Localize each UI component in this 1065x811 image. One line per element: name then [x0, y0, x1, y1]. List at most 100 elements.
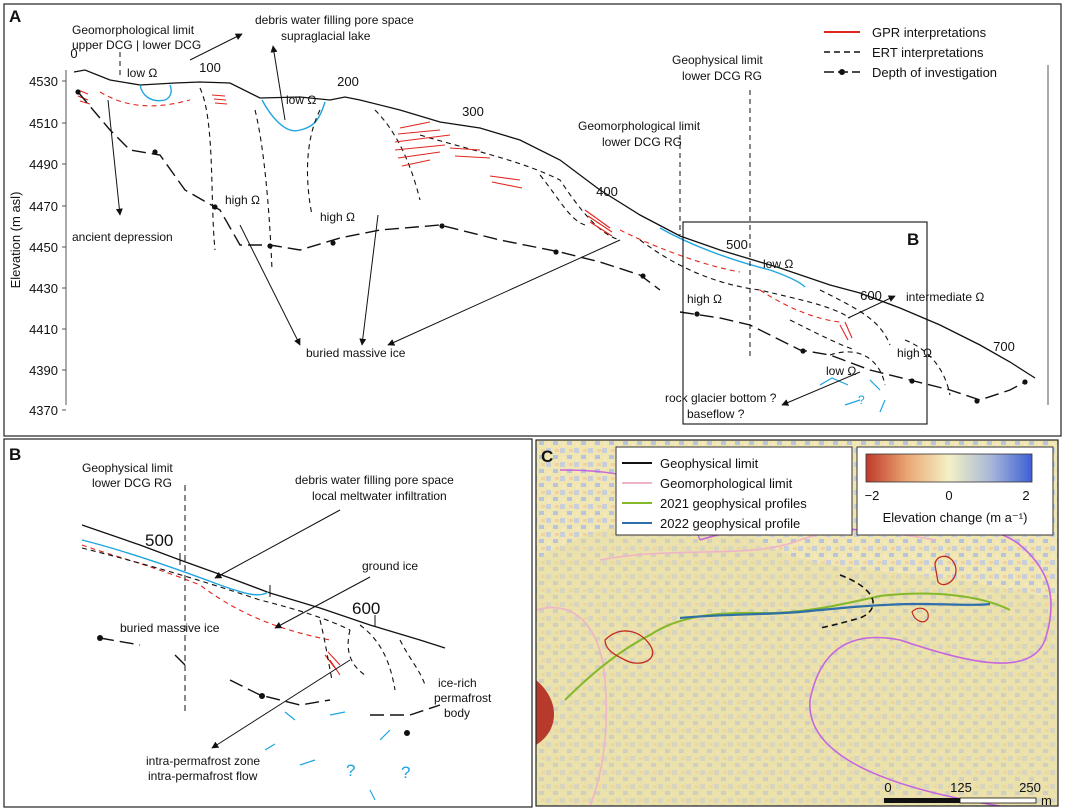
scalebar-250: 250	[1019, 780, 1041, 795]
depth-of-investigation	[77, 91, 1026, 401]
legend-ert-label: ERT interpretations	[872, 45, 984, 60]
panel-b-intra-line2: intra-permafrost flow	[148, 769, 258, 783]
panel-b-geophys-line1: Geophysical limit	[82, 461, 173, 475]
y-tick-label: 4410	[29, 322, 58, 337]
panel-b-ert	[81, 547, 426, 691]
red-outline-3	[911, 607, 929, 623]
panel-a-frame	[3, 3, 1062, 437]
x-tick-label: 0	[70, 46, 77, 61]
panel-b-gpr	[81, 544, 331, 641]
high-omega-2: high Ω	[320, 210, 355, 224]
geophys-limit-label-line1: Geophysical limit	[672, 53, 763, 67]
doi-points	[75, 89, 1028, 404]
y-tick-label: 4430	[29, 281, 58, 296]
scalebar-white	[959, 797, 1037, 804]
y-tick-label: 4470	[29, 199, 58, 214]
panel-b-question-2: ?	[401, 763, 410, 782]
panel-b-question-1: ?	[346, 761, 355, 780]
x-tick-label: 100	[199, 60, 221, 75]
profile-2022	[679, 602, 991, 620]
geophys-limit-label-line2: lower DCG RG	[682, 69, 762, 83]
panel-a: A Elevation (m asl) 45304510449044704450…	[3, 3, 1062, 437]
low-omega-4: low Ω	[826, 364, 856, 378]
panel-b-intra-line1: intra-permafrost zone	[146, 754, 260, 768]
panel-b-geophys-line2: lower DCG RG	[92, 476, 172, 490]
y-tick-label: 4530	[29, 74, 58, 89]
rock-glacier-label-line2: baseflow ?	[687, 407, 745, 421]
geophys-limit-c	[819, 574, 874, 629]
x-tick-label: 600	[860, 288, 882, 303]
colorbar	[865, 453, 1033, 483]
buried-massive-ice-label: buried massive ice	[306, 346, 406, 360]
geomorph-limit-c-1	[536, 606, 608, 806]
high-omega-3: high Ω	[687, 292, 722, 306]
legend-a: GPR interpretations ERT interpretations …	[824, 25, 997, 80]
panel-b: B ? ? 500 600 Geophysical limit lower DC…	[3, 438, 533, 808]
scalebar-125: 125	[950, 780, 972, 795]
water-traces	[819, 377, 886, 413]
panel-b-icerich-line2: permafrost	[434, 691, 492, 705]
colorbar-label: Elevation change (m a⁻¹)	[883, 510, 1028, 525]
panel-b-tick-600: 600	[352, 599, 380, 618]
water-body-1	[139, 84, 172, 102]
scalebar-black	[884, 798, 960, 803]
colorbar-max: 2	[1022, 488, 1029, 503]
panel-c-letter: C	[541, 447, 553, 466]
red-outline-1	[604, 630, 654, 664]
legend-c-2021-label: 2021 geophysical profiles	[660, 496, 807, 511]
legend-c-geophys-label: Geophysical limit	[660, 456, 759, 471]
panel-a-letter: A	[9, 7, 21, 26]
erosion-patch	[536, 680, 554, 745]
legend-c-geomorph-label: Geomorphological limit	[660, 476, 793, 491]
x-tick-label: 400	[596, 184, 618, 199]
debris-label-line2: supraglacial lake	[281, 29, 371, 43]
colorbar-mid: 0	[945, 488, 952, 503]
y-tick-label: 4370	[29, 403, 58, 418]
y-axis-label: Elevation (m asl)	[8, 192, 23, 289]
intermediate-omega: intermediate Ω	[906, 290, 984, 304]
panel-b-buried-ice: buried massive ice	[120, 621, 220, 635]
panel-b-frame	[3, 438, 533, 808]
red-outline-2	[934, 555, 957, 586]
panel-b-debris-line1: debris water filling pore space	[295, 473, 454, 487]
question-mark-a: ?	[858, 393, 865, 407]
panel-b-doi	[99, 637, 441, 716]
x-tick-label: 700	[993, 339, 1015, 354]
low-omega-3: low Ω	[763, 257, 793, 271]
colorbar-min: −2	[865, 488, 880, 503]
panel-b-letter: B	[9, 445, 21, 464]
water-layer-b	[659, 227, 806, 288]
ancient-depression-label: ancient depression	[72, 230, 173, 244]
y-tick-label: 4510	[29, 116, 58, 131]
inset-b-box	[682, 221, 928, 425]
geomorph2-label-line1: Geomorphological limit	[578, 119, 701, 133]
annotation-arrows-b	[211, 509, 371, 749]
inset-b-letter: B	[907, 230, 919, 249]
x-tick-label: 200	[337, 74, 359, 89]
rock-glacier-label-line1: rock glacier bottom ?	[665, 391, 777, 405]
panel-b-doi-point-2	[259, 693, 265, 699]
annotation-arrows-a	[107, 33, 896, 406]
high-omega-4: high Ω	[897, 346, 932, 360]
legend-c-box	[615, 446, 853, 536]
geomorph-label-line1: Geomorphological limit	[72, 23, 195, 37]
panel-b-water	[81, 539, 269, 596]
gpr-interpretations	[77, 89, 853, 341]
legend-gpr-label: GPR interpretations	[872, 25, 987, 40]
scalebar-unit: m	[1041, 793, 1052, 808]
geomorph2-label-line2: lower DCG RG	[602, 135, 682, 149]
geomorph-label-line2: upper DCG | lower DCG	[72, 38, 201, 52]
panel-b-ground-ice: ground ice	[362, 559, 418, 573]
panel-b-gpr-short	[324, 651, 341, 676]
y-tick-label: 4390	[29, 363, 58, 378]
x-tick-label: 500	[726, 237, 748, 252]
y-tick-label: 4490	[29, 157, 58, 172]
legend-c-2022-label: 2022 geophysical profile	[660, 516, 800, 531]
low-omega-1: low Ω	[127, 66, 157, 80]
legend-doi-label: Depth of investigation	[872, 65, 997, 80]
panel-c: C Geophysical limit Geomorphological lim…	[535, 439, 1059, 808]
scalebar-0: 0	[884, 780, 891, 795]
supraglacial-lake	[261, 99, 326, 132]
